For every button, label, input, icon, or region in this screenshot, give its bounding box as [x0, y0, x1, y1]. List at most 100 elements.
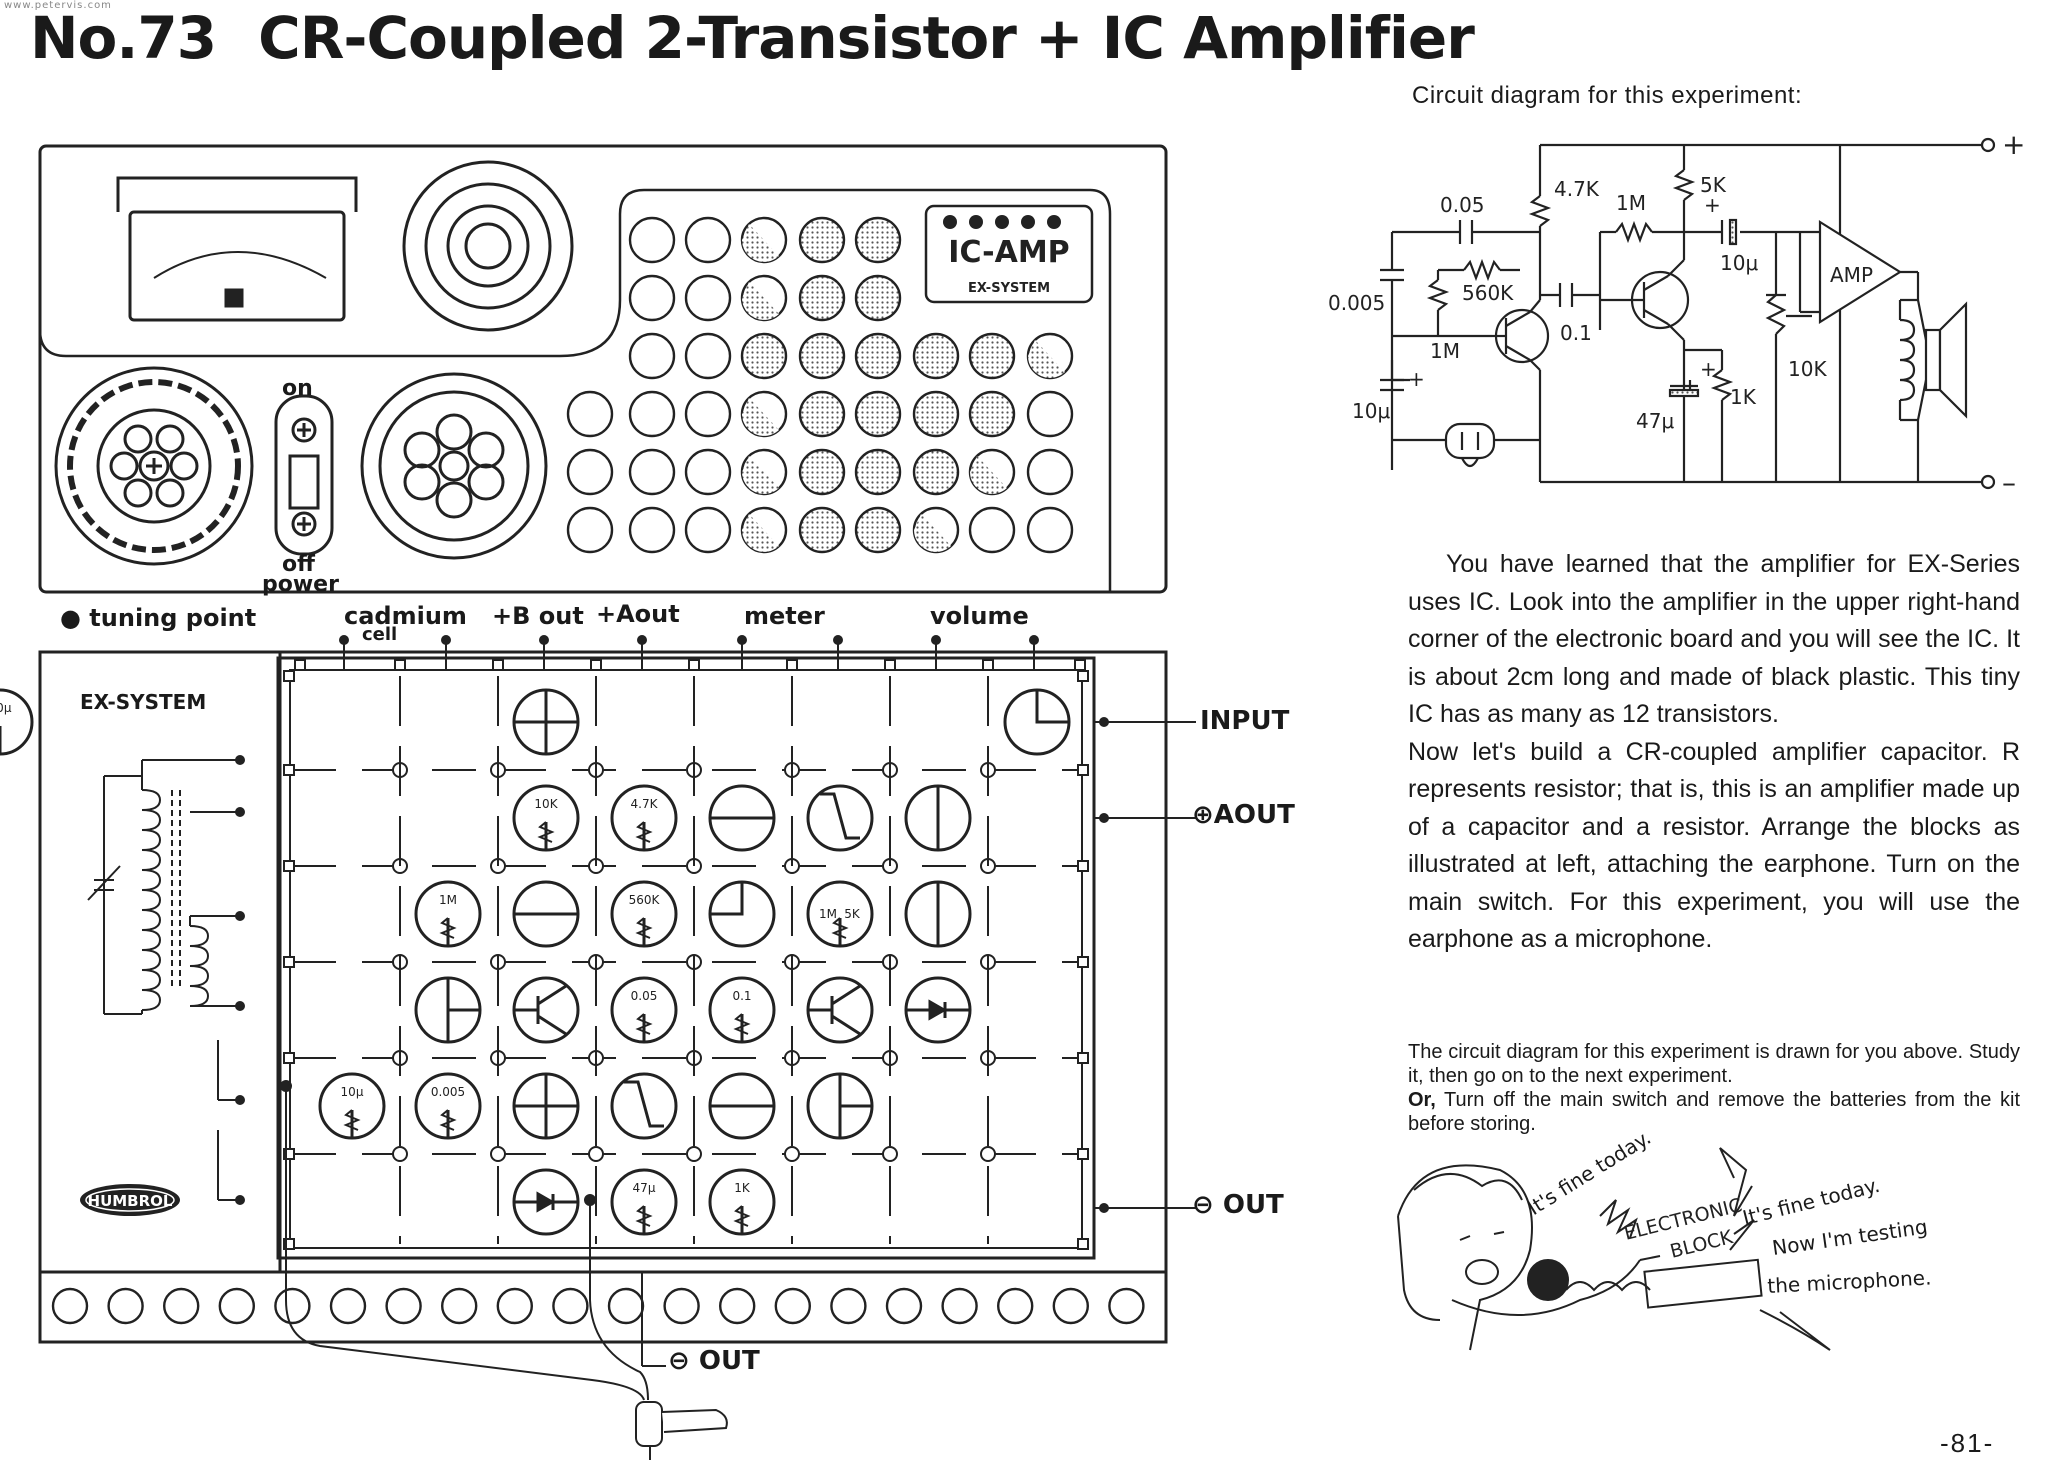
label-10k: 10K	[1788, 357, 1827, 381]
grid-node	[882, 1146, 898, 1162]
bottom-socket	[997, 1287, 1034, 1325]
label-10u-top: 10μ	[1720, 251, 1758, 275]
socket	[854, 390, 902, 438]
block-resistor	[733, 1013, 751, 1035]
grid-node	[588, 1146, 604, 1162]
socket	[854, 216, 902, 264]
component-block	[0, 688, 34, 756]
terminal-cell: cell	[362, 624, 398, 645]
block-diode	[928, 999, 948, 1021]
grid-pin	[283, 1238, 295, 1250]
cartoon-illustration	[1397, 1147, 1831, 1351]
socket-half	[1028, 340, 1065, 378]
paragraph-1: You have learned that the amplifier for …	[1408, 550, 2020, 728]
block-resistor	[733, 1205, 751, 1227]
note-2: Or, Turn off the main switch and remove …	[1408, 1088, 2020, 1136]
bottom-socket	[941, 1287, 978, 1325]
label-plus-c: +	[1700, 357, 1717, 381]
bottom-socket	[385, 1287, 422, 1325]
socket	[628, 390, 676, 438]
socket-half	[914, 514, 951, 552]
socket	[684, 448, 732, 496]
block-wire	[537, 1014, 567, 1036]
socket	[628, 216, 676, 264]
block-value: 10K	[534, 797, 558, 811]
terminal-bout: +B out	[492, 602, 584, 630]
connection-out-right: ⊖ OUT	[1192, 1190, 1284, 1220]
socket	[566, 390, 614, 438]
grid-pin	[283, 1052, 295, 1064]
grid-pin	[283, 860, 295, 872]
switch-on-label: on	[282, 376, 313, 401]
note-1: The circuit diagram for this experiment …	[1408, 1041, 2020, 1087]
grid-node	[490, 1146, 506, 1162]
grid-pin	[1077, 956, 1089, 968]
label-4.7k: 4.7K	[1554, 177, 1600, 201]
block-wire	[831, 1014, 861, 1036]
block-resistor	[831, 917, 849, 939]
socket	[798, 332, 846, 380]
bottom-socket	[218, 1287, 256, 1325]
grid-pin	[283, 956, 295, 968]
socket	[740, 332, 788, 380]
cartoon-text: ELECTRONIC BLOCK	[1622, 1194, 1744, 1263]
grid-node	[784, 1146, 800, 1162]
bottom-socket	[441, 1287, 478, 1325]
grid-pin	[492, 659, 504, 671]
socket	[854, 332, 902, 380]
socket	[1026, 448, 1074, 496]
socket	[968, 390, 1016, 438]
block-value: 0.05	[631, 989, 658, 1003]
bottom-socket	[162, 1287, 200, 1325]
grid-pin	[1077, 670, 1089, 682]
schematic-labels: + – 0.05 4.7K 1M 5K + 10μ AMP 0.005 560K…	[1328, 128, 2025, 499]
socket-half	[742, 282, 779, 320]
bottom-socket	[329, 1287, 367, 1325]
badge-dot	[943, 215, 957, 229]
page-number: -81-	[1940, 1428, 1995, 1458]
socket	[912, 448, 960, 496]
terminal-volume: volume	[930, 602, 1029, 630]
grid-pin	[1077, 1148, 1089, 1160]
circuit-caption: Circuit diagram for this experiment:	[1412, 82, 1803, 109]
schematic-minus: –	[2002, 466, 2016, 499]
watermark: www.petervis.com	[4, 0, 112, 11]
socket-half	[742, 514, 779, 552]
block-resistor	[635, 917, 653, 939]
label-0.1: 0.1	[1560, 321, 1592, 345]
badge-dot	[1021, 215, 1035, 229]
grid-pin	[283, 764, 295, 776]
humbrol-logo-text: HUMBROL	[88, 1192, 173, 1210]
tuning-point-text: tuning point	[89, 604, 257, 632]
socket	[798, 274, 846, 322]
ic-amp-badge-sub: EX-SYSTEM	[968, 281, 1050, 296]
block-resistor	[343, 1109, 361, 1131]
grid-pin	[1077, 1238, 1089, 1250]
block-resistor	[439, 1109, 457, 1131]
socket	[628, 332, 676, 380]
schematic	[1380, 137, 1996, 490]
label-plus-b: +	[1408, 367, 1425, 391]
bottom-socket	[496, 1287, 533, 1325]
terminal-pins	[339, 635, 1196, 1367]
label-1m-top: 1M	[1616, 191, 1646, 215]
terminal-aout: +Aout	[596, 600, 680, 628]
socket	[798, 506, 846, 554]
grid-node	[686, 1146, 702, 1162]
socket	[1026, 390, 1074, 438]
bottom-socket	[1108, 1287, 1145, 1325]
block-diode	[536, 1191, 556, 1213]
grid-pin	[982, 659, 994, 671]
grid-node	[392, 1146, 408, 1162]
paragraph-2: Now let's build a CR-coupled amplifier c…	[1408, 737, 2020, 954]
bottom-socket	[719, 1287, 756, 1325]
coil-diagram	[87, 755, 245, 1205]
block-value: 1K	[734, 1181, 751, 1195]
socket	[684, 332, 732, 380]
experiment-title: CR-Coupled 2-Transistor + IC Amplifier	[258, 4, 1475, 72]
label-0.005: 0.005	[1328, 291, 1385, 315]
socket-half	[742, 456, 779, 494]
block-value: 0.005	[431, 1085, 465, 1099]
socket	[854, 274, 902, 322]
block-value: 1M	[819, 907, 837, 921]
